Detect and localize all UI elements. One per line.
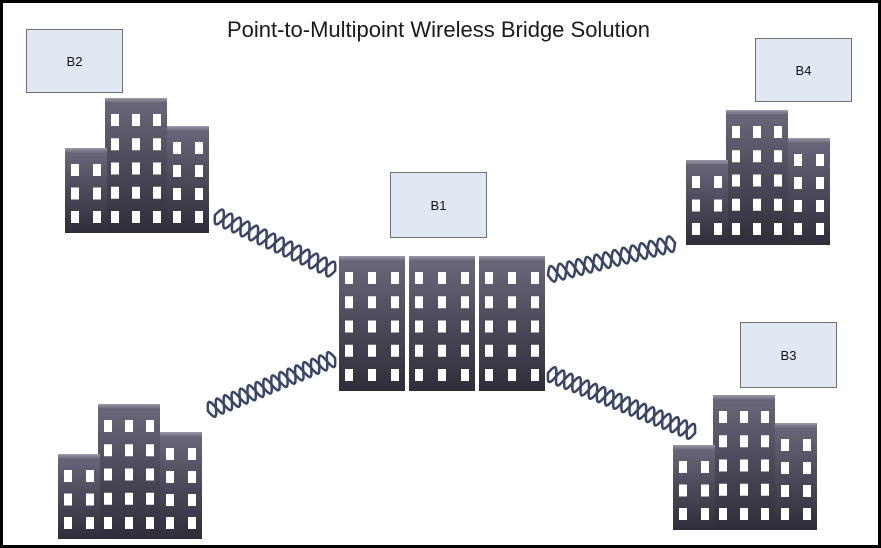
link-b1-b4 (546, 235, 677, 283)
building-b1 (339, 256, 545, 391)
buildings-layer (58, 98, 830, 539)
building-b3 (673, 395, 817, 530)
label-b2: B2 (26, 29, 123, 93)
building-bottom-left-left-tower (58, 454, 100, 539)
link-b1-bottom-left (206, 351, 337, 418)
building-b4-left-tower (686, 160, 728, 245)
wireless-links (206, 208, 697, 441)
building-b3-left-tower (673, 445, 715, 530)
building-bottom-left (58, 404, 202, 539)
link-b1-b3 (546, 365, 697, 441)
diagram-title: Point-to-Multipoint Wireless Bridge Solu… (226, 17, 651, 42)
label-b4: B4 (755, 38, 852, 102)
building-b4-center-tower (726, 110, 788, 245)
building-bottom-left-right-tower (160, 432, 202, 539)
building-b1-tower-2 (409, 256, 475, 391)
building-b3-right-tower (775, 423, 817, 530)
label-b3: B3 (740, 322, 837, 388)
building-b4-right-tower (788, 138, 830, 245)
building-b2 (65, 98, 209, 233)
building-b1-tower-3 (479, 256, 545, 391)
building-b2-center-tower (105, 98, 167, 233)
building-network-graphic (58, 98, 830, 539)
building-b2-right-tower (167, 126, 209, 233)
building-b3-center-tower (713, 395, 775, 530)
label-b1: B1 (390, 172, 487, 238)
link-b1-b2 (213, 208, 337, 278)
building-bottom-left-center-tower (98, 404, 160, 539)
building-b1-tower-1 (339, 256, 405, 391)
building-b4 (686, 110, 830, 245)
building-b2-left-tower (65, 148, 107, 233)
